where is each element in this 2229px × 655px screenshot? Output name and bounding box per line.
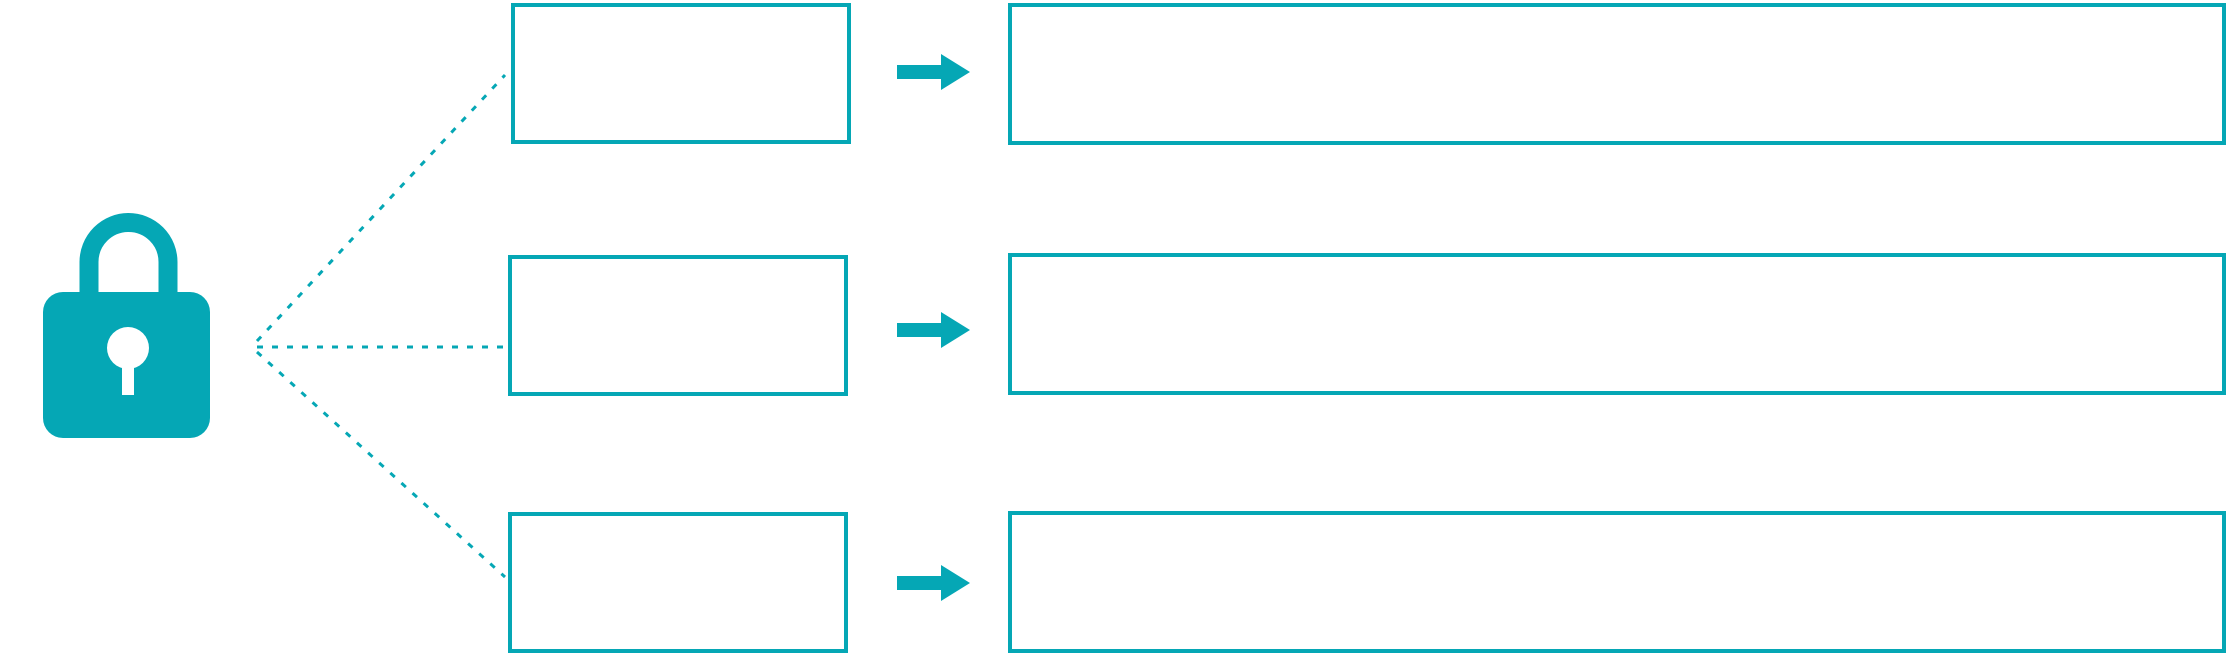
right-arrow-icon-row3 — [897, 565, 970, 601]
keyhole-stem — [122, 355, 134, 395]
keyhole-circle — [107, 327, 149, 369]
source-box-row1 — [511, 3, 851, 144]
connector-line-bottom — [255, 350, 507, 579]
source-box-row2 — [508, 255, 848, 396]
target-box-row3 — [1008, 511, 2226, 653]
source-box-row3 — [508, 512, 848, 653]
right-arrow-icon-row2 — [897, 312, 970, 348]
right-arrow-icon-row1 — [897, 54, 970, 90]
lock-icon — [43, 213, 210, 438]
lock-shackle — [79, 213, 178, 323]
target-box-row2 — [1008, 253, 2226, 395]
connector-line-top — [255, 73, 507, 343]
target-box-row1 — [1008, 3, 2226, 145]
